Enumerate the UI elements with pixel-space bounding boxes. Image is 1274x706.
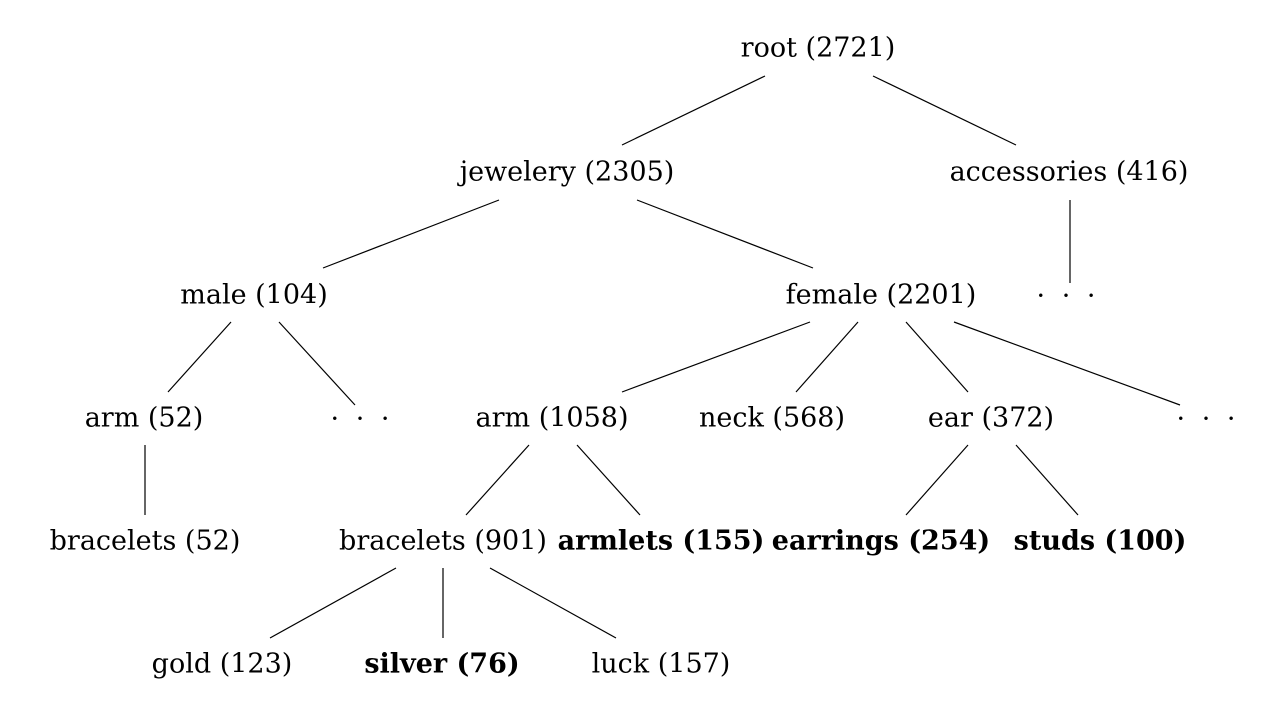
edge-bracelets-gold (269, 567, 397, 639)
edge-jewelery-female (636, 199, 814, 269)
node-male-ellipsis: · · · (330, 403, 394, 435)
edge-male-more (278, 321, 356, 406)
edge-female-more (953, 321, 1181, 406)
node-ear: ear (372) (927, 402, 1055, 434)
node-male: male (104) (180, 279, 328, 311)
node-accessories-ellipsis: · · · (1036, 280, 1100, 312)
edge-bracelets-luck (489, 567, 617, 639)
node-gold: gold (123) (151, 648, 293, 680)
edge-femalearm-bracelets (465, 444, 530, 516)
node-studs: studs (100) (1013, 525, 1187, 557)
edge-ear-earrings (905, 444, 969, 516)
node-earrings: earrings (254) (771, 525, 991, 557)
edge-female-neck (795, 321, 859, 393)
node-female: female (2201) (785, 279, 977, 311)
node-male-bracelets: bracelets (52) (49, 525, 241, 557)
node-silver: silver (76) (364, 648, 520, 680)
node-armlets: armlets (155) (557, 525, 765, 557)
node-root: root (2721) (740, 32, 896, 64)
edge-female-arm (621, 321, 811, 393)
node-neck: neck (568) (698, 402, 846, 434)
edge-male-arm (167, 321, 232, 393)
node-male-arm: arm (52) (84, 402, 204, 434)
edge-ear-studs (1015, 444, 1079, 516)
node-luck: luck (157) (591, 648, 731, 680)
node-accessories: accessories (416) (949, 156, 1189, 188)
edge-root-jewelery (621, 75, 766, 146)
node-female-bracelets: bracelets (901) (339, 525, 547, 557)
edge-female-ear (905, 321, 969, 393)
node-female-arm: arm (1058) (475, 402, 629, 434)
edge-femalearm-armlets (576, 444, 641, 516)
edge-root-accessories (872, 75, 1017, 146)
edge-jewelery-male (322, 199, 500, 269)
node-female-ellipsis: · · · (1176, 403, 1240, 435)
node-jewelery: jewelery (2305) (459, 156, 675, 188)
